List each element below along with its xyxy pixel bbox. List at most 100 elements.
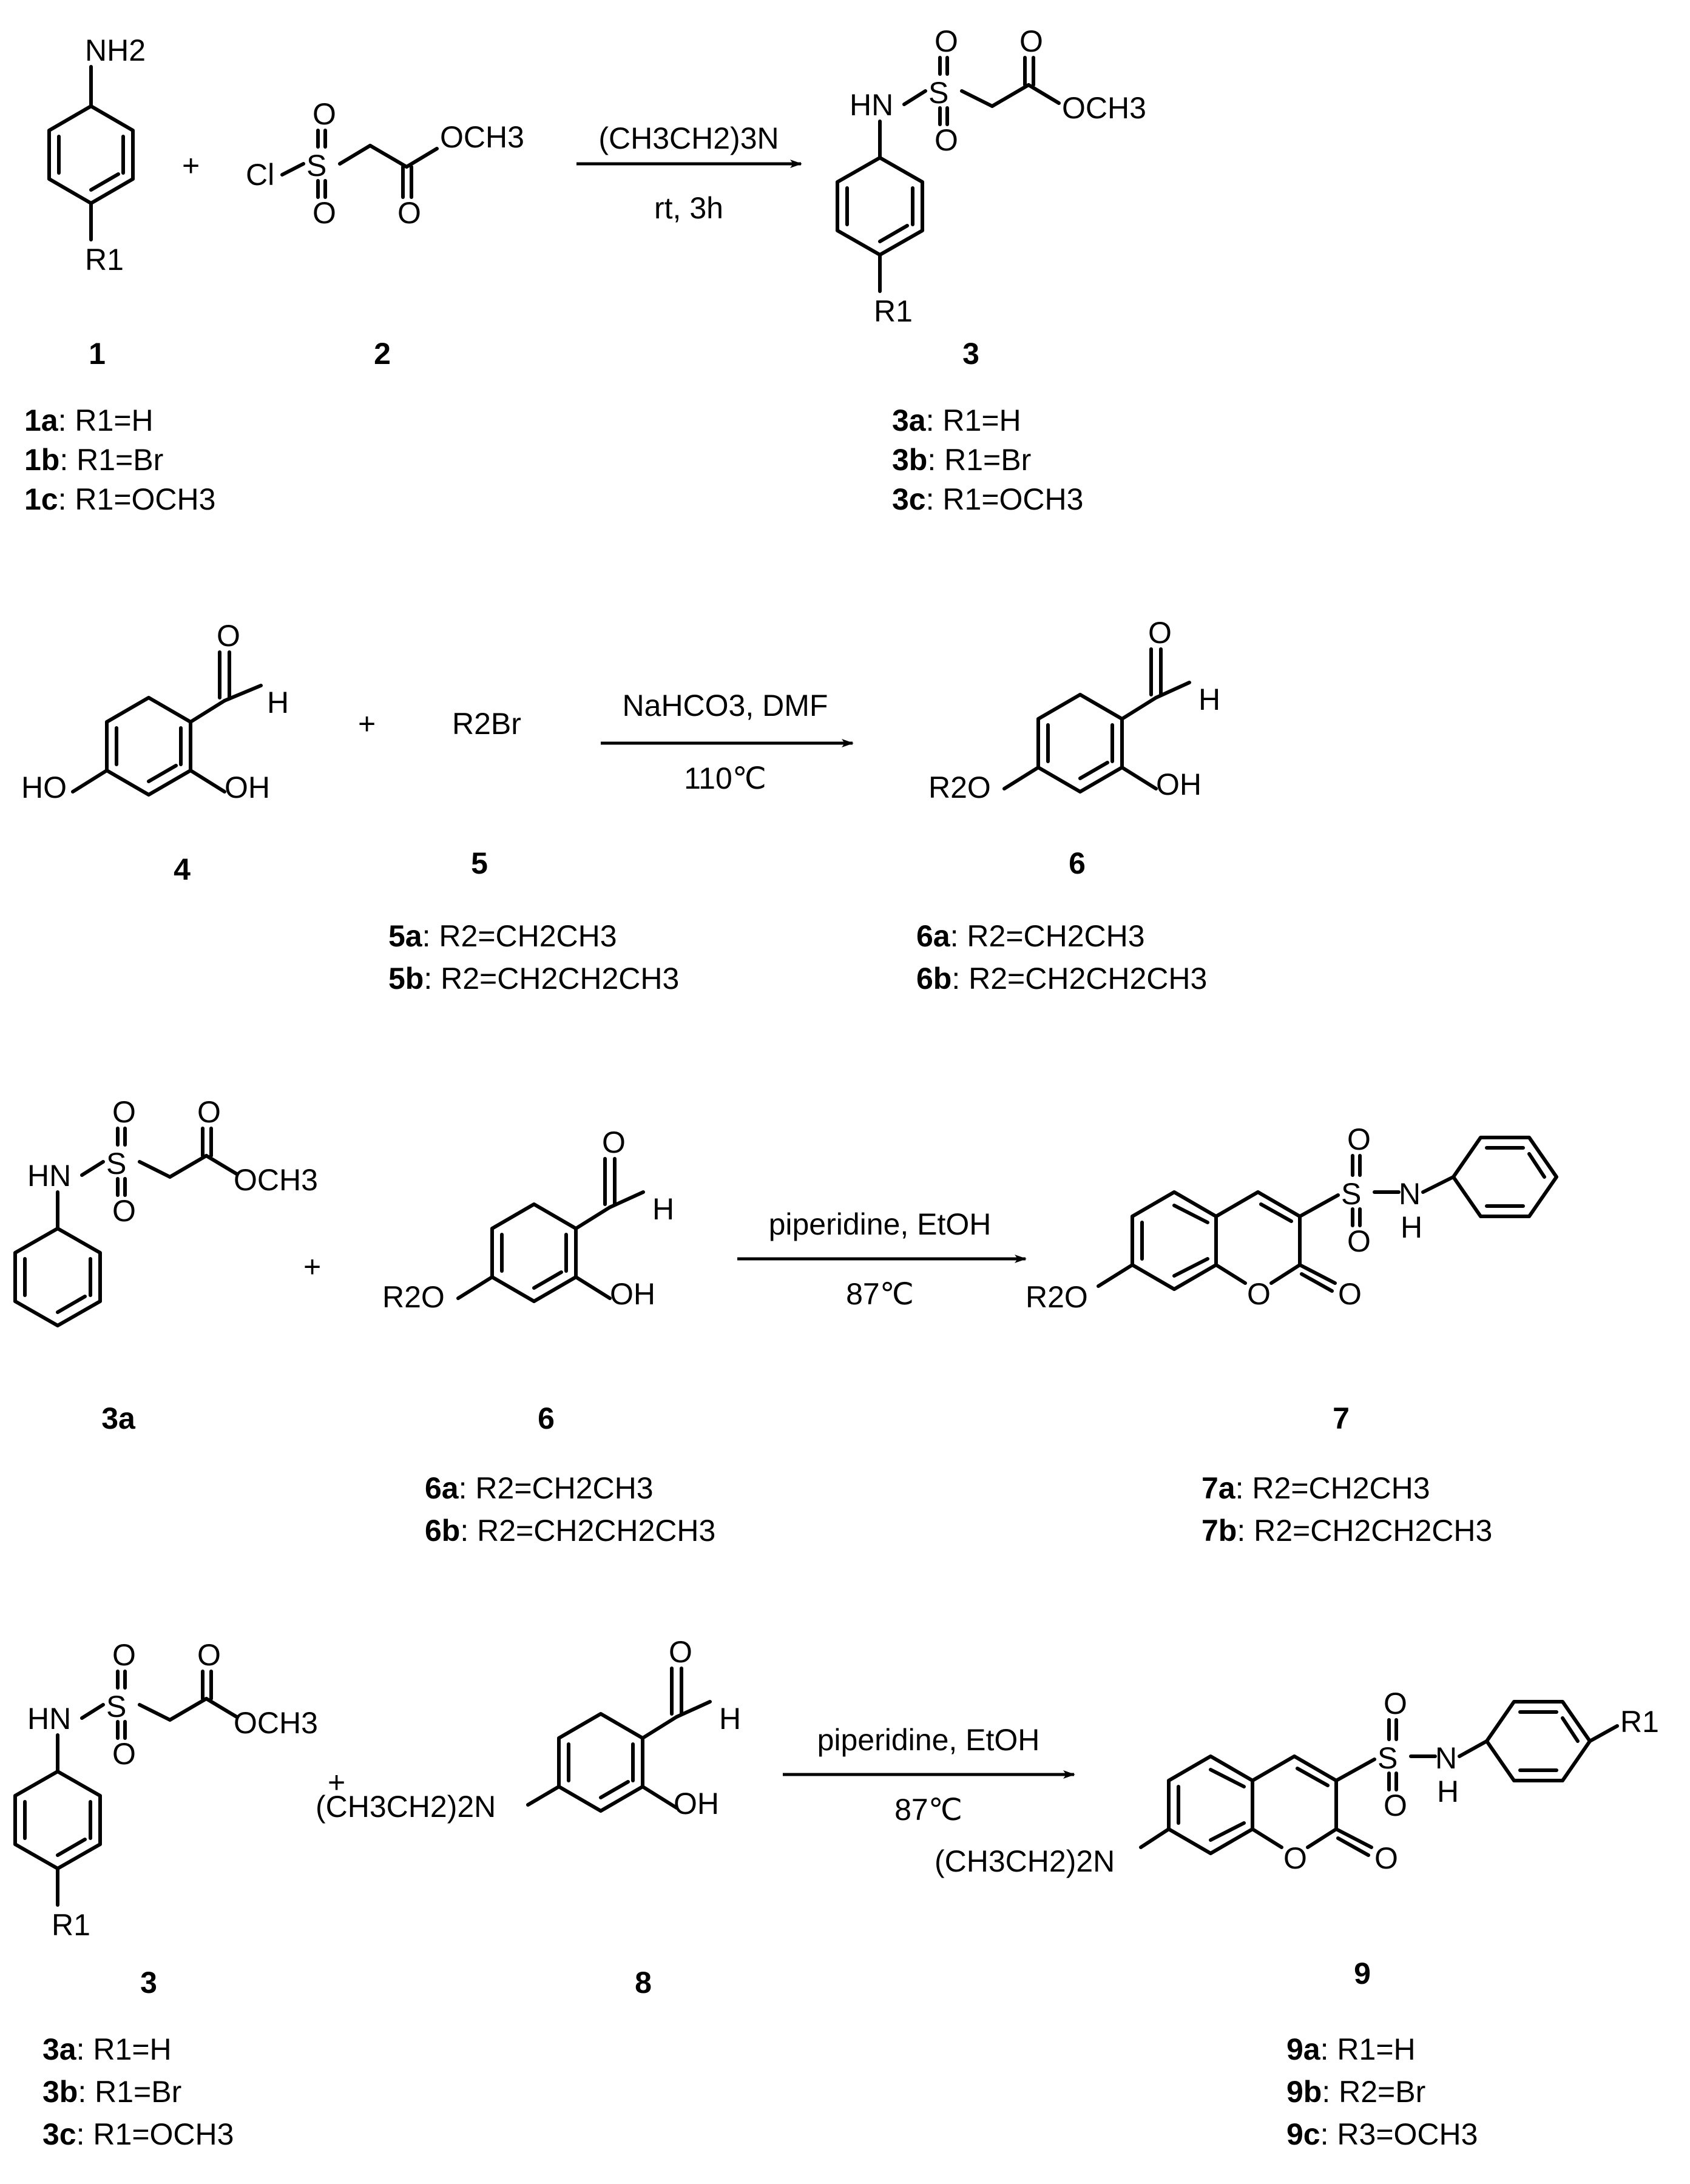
atom-s: S [106,1690,126,1724]
atom-hn: HN [27,1702,71,1736]
atom-s: S [928,76,948,110]
atom-nh: N [1435,1741,1457,1775]
atom-r1: R1 [1620,1705,1659,1739]
atom-o: O [112,1638,136,1672]
atom-och3: OCH3 [234,1706,318,1740]
reaction-3: HN S O O O OCH3 + [13,1095,1558,1548]
compound-number: 7 [1333,1401,1350,1435]
compound-number: 3 [962,337,979,371]
atom-s: S [1377,1741,1398,1775]
atom-r2o: R2O [1026,1280,1088,1314]
compound-7-structure: O O R2O S O O N H [1026,1122,1558,1314]
substituent-label: 6b: R2=CH2CH2CH3 [425,1514,715,1548]
compound-number: 1 [89,337,106,371]
atom-s: S [306,149,326,183]
atom-h: H [267,686,289,720]
reagent-bottom: 110℃ [684,761,766,795]
atom-o: O [602,1125,626,1159]
compound-3-structure: HN S O O O OCH3 R1 [13,1638,318,1942]
substituent-label: 3c: R1=OCH3 [892,482,1083,516]
atom-o: O [313,196,336,230]
substituent-label: 1c: R1=OCH3 [24,482,215,516]
reagent-bottom: 87℃ [846,1277,914,1311]
atom-h: H [1198,682,1220,716]
atom-et2n: (CH3CH2)2N [935,1844,1115,1878]
atom-och3: OCH3 [1062,91,1146,125]
compound-1-structure: NH2 R1 [47,33,146,277]
substituent-label: 5a: R2=CH2CH3 [388,919,617,953]
plus-sign: + [358,707,376,741]
compound-2-structure: Cl S O O O OCH3 [246,97,524,230]
reagent-top: (CH3CH2)3N [598,121,779,155]
reaction-1: NH2 R1 + Cl S O O O OCH3 (CH3CH2)3N rt, … [24,24,1146,516]
atom-o: O [1347,1122,1371,1156]
atom-s: S [1341,1177,1361,1211]
atom-hn: HN [850,88,893,122]
atom-oh: OH [674,1787,719,1821]
atom-nh: N [1399,1177,1421,1211]
atom-o: O [217,619,240,653]
substituent-label: 6b: R2=CH2CH2CH3 [916,962,1207,996]
substituent-label: 3c: R1=OCH3 [42,2117,234,2151]
substituent-label: 5b: R2=CH2CH2CH3 [388,962,679,996]
plus-sign: + [303,1250,321,1284]
plus-sign: + [328,1765,345,1799]
atom-oh: OH [225,770,270,804]
atom-cl: Cl [246,158,274,192]
compound-6-structure: O H OH R2O [382,1125,674,1314]
compound-number: 5 [471,846,488,880]
atom-o: O [1283,1841,1307,1875]
compound-number: 3 [140,1966,157,2000]
substituent-label: 9c: R3=OCH3 [1286,2117,1478,2151]
atom-h: H [652,1192,674,1226]
atom-hn: HN [27,1159,71,1193]
atom-o: O [1019,24,1043,58]
substituent-label: 3b: R1=Br [892,443,1031,477]
compound-number: 9 [1354,1956,1371,1990]
substituent-label: 3a: R1=H [42,2032,172,2066]
atom-r1: R1 [85,243,124,277]
reagent-top: piperidine, EtOH [769,1207,992,1241]
atom-o: O [397,196,421,230]
substituent-label: 6a: R2=CH2CH3 [916,919,1145,953]
atom-ho: HO [21,770,67,804]
plus-sign: + [182,149,200,183]
atom-och3: OCH3 [234,1163,318,1197]
substituent-label: 3b: R1=Br [42,2075,181,2109]
atom-o: O [1148,616,1172,650]
atom-r1: R1 [52,1908,90,1942]
atom-o: O [1374,1841,1398,1875]
compound-6-structure: O H OH R2O [928,616,1220,804]
reaction-2: O H OH HO + R2Br NaHCO3, DMF 110℃ O H [21,616,1220,996]
compound-3a-structure: HN S O O O OCH3 [13,1095,318,1327]
atom-h: H [1437,1774,1459,1808]
compound-8-structure: O H OH (CH3CH2)2N [316,1635,741,1824]
substituent-label: 1a: R1=H [24,403,154,437]
substituent-label: 6a: R2=CH2CH3 [425,1471,654,1505]
compound-number: 8 [635,1966,652,2000]
compound-number: 6 [538,1401,555,1435]
reagent-bottom: 87℃ [894,1793,962,1827]
atom-r2o: R2O [382,1280,445,1314]
compound-number: 2 [374,337,391,371]
atom-o: O [313,97,336,131]
compound-4-structure: O H OH HO [21,619,289,804]
reaction-4: HN S O O O OCH3 R1 + [13,1635,1659,2151]
compound-number: 4 [174,852,191,886]
compound-9-structure: O O (CH3CH2)2N S O O N H R1 [935,1687,1659,1878]
atom-o: O [1347,1224,1371,1258]
atom-s: S [106,1147,126,1181]
atom-r2o: R2O [928,770,991,804]
atom-o: O [1338,1277,1362,1311]
compound-number: 6 [1069,846,1086,880]
atom-oh: OH [1156,767,1202,801]
atom-o: O [112,1095,136,1129]
atom-o: O [669,1635,692,1669]
atom-och3: OCH3 [440,120,524,154]
substituent-label: 3a: R1=H [892,403,1021,437]
atom-r2br: R2Br [452,707,521,741]
atom-et2n: (CH3CH2)2N [316,1790,496,1824]
substituent-label: 7a: R2=CH2CH3 [1202,1471,1430,1505]
substituent-label: 1b: R1=Br [24,443,163,477]
